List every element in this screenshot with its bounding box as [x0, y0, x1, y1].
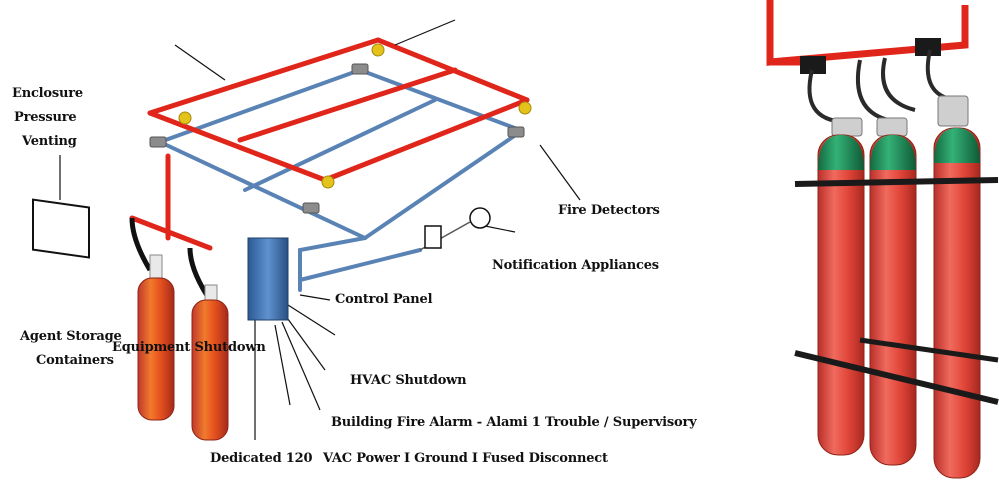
detectors [149, 63, 525, 214]
cylinder-bank-photo [766, 0, 999, 479]
label-control-panel: Control Panel [335, 292, 433, 307]
nozzles [178, 43, 532, 189]
label-hvac-shutdown: HVAC Shutdown [350, 373, 467, 388]
label-equipment-shutdown: Equipment Shutdown [112, 340, 266, 355]
label-agent-storage-line1: Agent Storage [20, 329, 122, 344]
label-enclosure-line3: Venting [22, 134, 77, 149]
leader-lines [59, 19, 581, 440]
discharge-pipes [129, 37, 530, 251]
control-panel-box [247, 237, 289, 321]
label-enclosure-line2: Pressure [14, 110, 77, 125]
pressure-vent-icon [32, 198, 90, 259]
detector-pipes [158, 68, 522, 292]
notification-strobe-icon [424, 225, 442, 249]
agent-cylinders [129, 217, 229, 441]
label-notification-appliances: Notification Appliances [492, 258, 659, 273]
label-fire-detectors: Fire Detectors [558, 203, 660, 218]
label-vac-power: VAC Power I Ground I Fused Disconnect [323, 451, 608, 466]
label-dedicated-120: Dedicated 120 [210, 451, 313, 466]
label-enclosure-line1: Enclosure [12, 86, 83, 101]
notification-horn-icon [469, 207, 491, 229]
label-building-fire-alarm: Building Fire Alarm - Alami 1 Trouble / … [331, 415, 697, 430]
label-agent-storage-line2: Containers [36, 353, 114, 368]
